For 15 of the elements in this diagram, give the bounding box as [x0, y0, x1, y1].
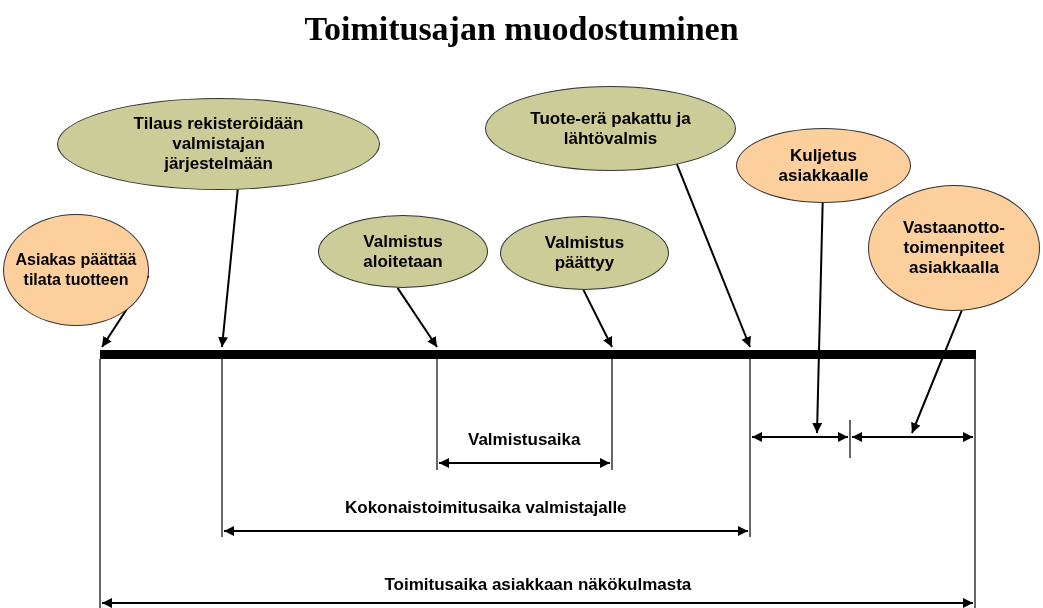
leader-arrow — [582, 288, 613, 348]
event-ellipse: Asiakas päättää tilata tuotteen — [3, 214, 149, 326]
event-ellipse: Valmistus päättyy — [500, 216, 669, 290]
dimension-label: Kokonaistoimitusaika valmistajalle — [343, 498, 629, 518]
leader-arrow — [812, 202, 824, 434]
event-ellipse: Valmistus aloitetaan — [318, 215, 488, 288]
leader-arrow — [396, 286, 438, 348]
event-ellipse: Tuote-erä pakattu ja lähtövalmis — [485, 86, 736, 171]
leader-arrow — [911, 309, 963, 434]
event-ellipse: Vastaanotto-toimenpiteet asiakkaalla — [868, 185, 1040, 311]
event-ellipse: Kuljetus asiakkaalle — [736, 128, 911, 203]
leader-arrow — [218, 188, 239, 348]
diagram-title: Toimitusajan muodostuminen — [304, 10, 739, 47]
event-ellipse: Tilaus rekisteröidään valmistajan järjestelmään — [57, 98, 380, 190]
leader-arrow — [675, 163, 751, 348]
